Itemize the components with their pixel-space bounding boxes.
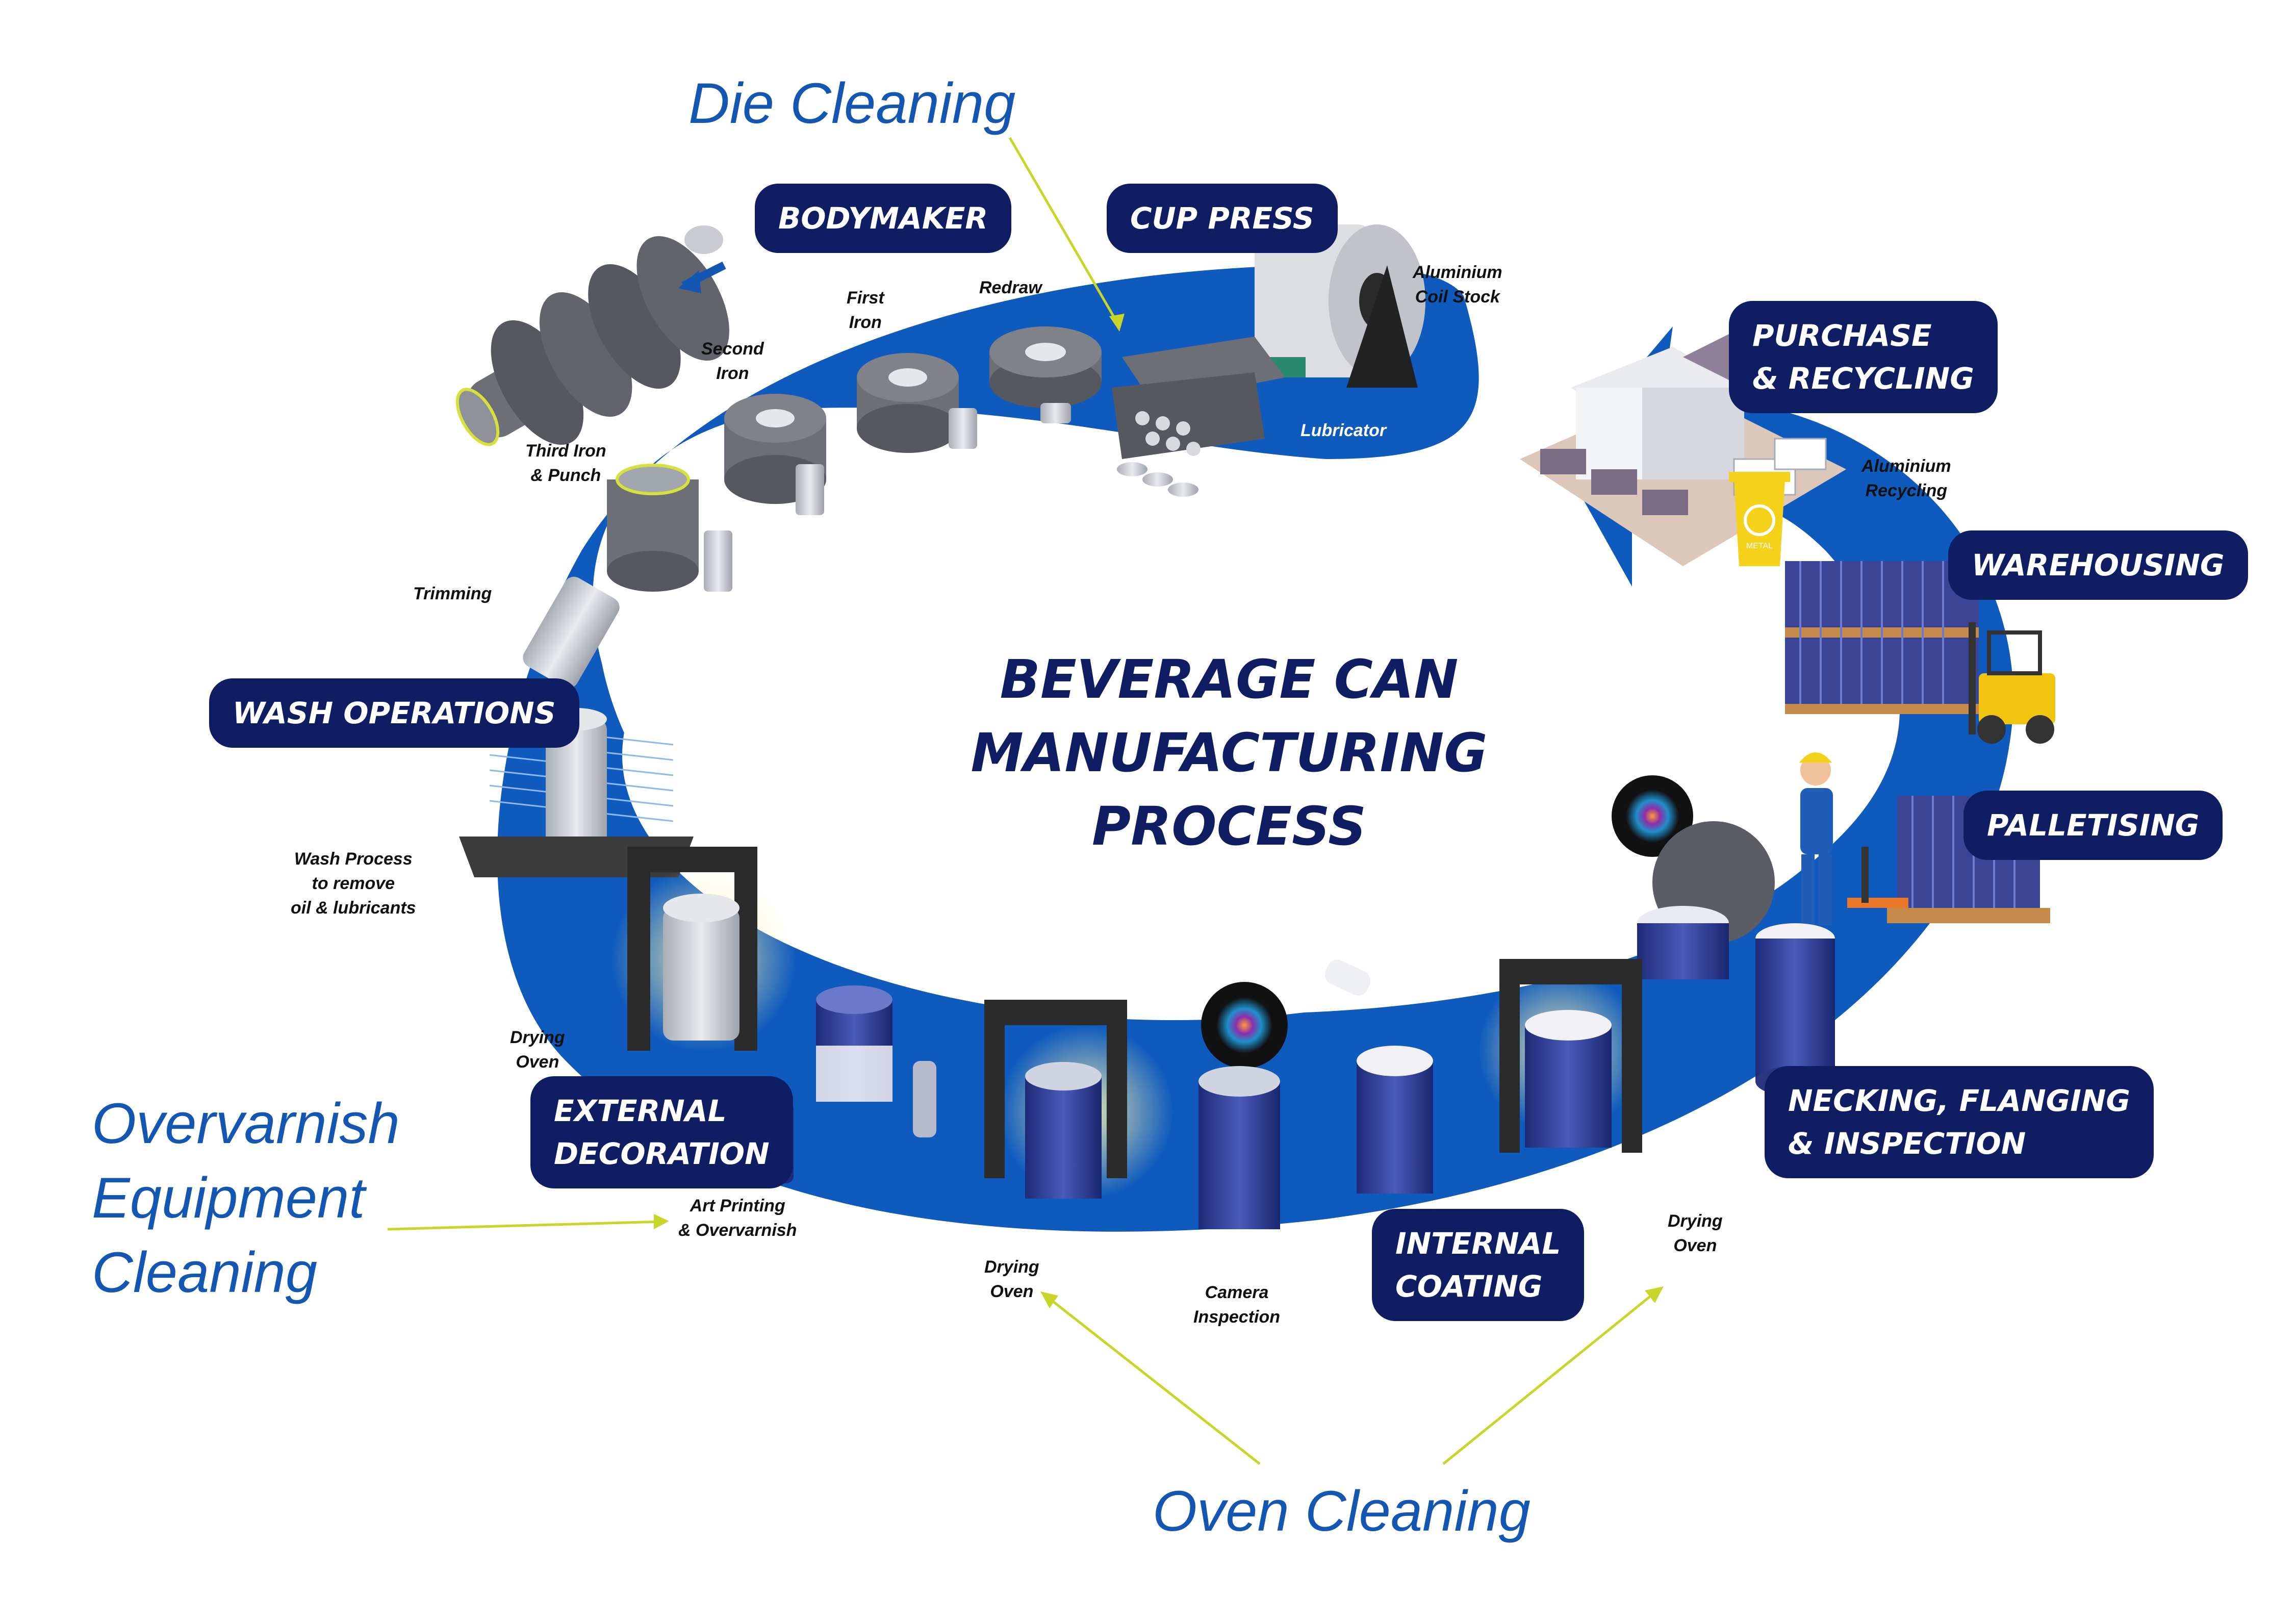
label-camera-inspection: Camera Inspection bbox=[1193, 1280, 1280, 1329]
stage-necking-line-2: & INSPECTION bbox=[1788, 1126, 2026, 1161]
bodymaker-ram-icon bbox=[455, 225, 729, 446]
label-trimming: Trimming bbox=[413, 581, 492, 606]
stage-palletising-label: PALLETISING bbox=[1987, 808, 2200, 843]
label-oven-left-line-2: Oven bbox=[516, 1052, 559, 1072]
worker-icon bbox=[1799, 752, 1908, 926]
ring-hole bbox=[622, 490, 1724, 1020]
label-redraw: Redraw bbox=[979, 275, 1042, 300]
recycling-bin-icon: METAL bbox=[1729, 472, 1790, 566]
label-first-iron-line-1: First bbox=[847, 288, 884, 308]
die-stack-icon bbox=[523, 326, 1102, 689]
stage-warehousing-label: WAREHOUSING bbox=[1972, 548, 2225, 582]
stage-necking-line-1: NECKING, FLANGING bbox=[1788, 1083, 2130, 1118]
stage-necking-flanging: NECKING, FLANGING & INSPECTION bbox=[1765, 1066, 2154, 1178]
stage-bodymaker-label: BODYMAKER bbox=[778, 201, 988, 236]
page-title: BEVERAGE CAN MANUFACTURING PROCESS bbox=[943, 643, 1515, 863]
label-recycling-line-2: Recycling bbox=[1865, 481, 1948, 500]
label-can-progression: Can progression bbox=[836, 459, 974, 484]
stage-palletising: PALLETISING bbox=[1963, 791, 2223, 860]
label-wash-line-1: Wash Process bbox=[294, 849, 413, 869]
stage-internal-line-2: COATING bbox=[1395, 1269, 1543, 1304]
stage-bodymaker: BODYMAKER bbox=[755, 184, 1011, 253]
label-can-progression-text: Can progression bbox=[836, 462, 975, 481]
label-first-iron: First Iron bbox=[847, 286, 884, 335]
label-art-printing: Art Printing & Overvarnish bbox=[678, 1194, 797, 1243]
label-wash-line-3: oil & lubricants bbox=[291, 898, 416, 918]
stage-wash-operations: WASH OPERATIONS bbox=[209, 678, 579, 748]
label-oven-bottom-line-1: Drying bbox=[984, 1257, 1039, 1277]
stage-cup-press: CUP PRESS bbox=[1107, 184, 1338, 253]
stage-external-line-1: EXTERNAL bbox=[554, 1094, 727, 1128]
callout-overvarnish-line-3: Cleaning bbox=[92, 1240, 318, 1304]
stage-internal-coating: INTERNAL COATING bbox=[1372, 1209, 1585, 1321]
label-aluminium-coil-stock: Aluminium Coil Stock bbox=[1413, 260, 1502, 309]
stage-external-line-2: DECORATION bbox=[554, 1136, 770, 1171]
label-camera-line-2: Inspection bbox=[1193, 1307, 1281, 1327]
label-trimming-text: Trimming bbox=[413, 584, 492, 603]
stage-warehousing: WAREHOUSING bbox=[1948, 530, 2248, 600]
label-third-iron-punch: Third Iron & Punch bbox=[525, 439, 606, 488]
bin-text: METAL bbox=[1746, 542, 1773, 550]
callout-oven-cleaning: Oven Cleaning bbox=[1153, 1474, 1530, 1549]
label-first-iron-line-2: Iron bbox=[849, 313, 882, 332]
label-oven-bottom-line-2: Oven bbox=[990, 1282, 1034, 1301]
label-redraw-text: Redraw bbox=[979, 278, 1042, 297]
label-coil-line-2: Coil Stock bbox=[1415, 287, 1500, 307]
callout-oven-cleaning-text: Oven Cleaning bbox=[1153, 1479, 1530, 1543]
warehouse-rack-icon bbox=[1785, 561, 1979, 714]
callout-overvarnish-line-1: Overvarnish bbox=[92, 1092, 400, 1155]
label-third-iron-line-1: Third Iron bbox=[525, 441, 606, 461]
callout-overvarnish-line-2: Equipment bbox=[92, 1166, 365, 1230]
label-drying-oven-right: Drying Oven bbox=[1668, 1209, 1723, 1258]
label-coil-line-1: Aluminium bbox=[1413, 263, 1502, 282]
forklift-icon bbox=[1969, 622, 2055, 744]
stage-internal-line-1: INTERNAL bbox=[1395, 1226, 1561, 1261]
stage-purchase-line-2: & RECYCLING bbox=[1752, 361, 1974, 396]
label-second-iron-line-2: Iron bbox=[716, 364, 749, 383]
label-aluminium-recycling: Aluminium Recycling bbox=[1861, 454, 1951, 503]
label-art-line-2: & Overvarnish bbox=[678, 1221, 797, 1240]
label-oven-right-line-2: Oven bbox=[1673, 1236, 1717, 1255]
label-wash-line-2: to remove bbox=[312, 874, 395, 893]
camera-lens-icon-2 bbox=[1201, 982, 1288, 1069]
label-drying-oven-bottom: Drying Oven bbox=[984, 1255, 1039, 1304]
label-camera-line-1: Camera bbox=[1205, 1283, 1269, 1302]
label-second-iron: Second Iron bbox=[701, 337, 764, 386]
stage-purchase-line-1: PURCHASE bbox=[1752, 318, 1932, 353]
label-oven-left-line-1: Drying bbox=[510, 1028, 565, 1047]
stage-wash-label: WASH OPERATIONS bbox=[233, 696, 556, 730]
callout-die-cleaning-text: Die Cleaning bbox=[688, 71, 1016, 135]
label-lubricator-text: Lubricator bbox=[1300, 421, 1387, 440]
stage-external-decoration: EXTERNAL DECORATION bbox=[530, 1076, 793, 1188]
label-recycling-line-1: Aluminium bbox=[1861, 457, 1951, 476]
callout-arrows bbox=[387, 137, 1664, 1465]
can-row bbox=[770, 906, 1835, 1229]
stage-purchase-recycling: PURCHASE & RECYCLING bbox=[1729, 301, 1998, 413]
title-line-1: BEVERAGE CAN bbox=[1000, 648, 1459, 711]
stage-cup-press-label: CUP PRESS bbox=[1130, 201, 1314, 236]
drying-oven-icon bbox=[612, 847, 796, 1051]
callout-die-cleaning: Die Cleaning bbox=[688, 66, 1015, 141]
label-second-iron-line-1: Second bbox=[701, 339, 764, 359]
title-line-2: MANUFACTURING bbox=[971, 722, 1488, 784]
cup-press-icon bbox=[1112, 224, 1425, 497]
label-lubricator: Lubricator bbox=[1300, 418, 1386, 443]
callout-overvarnish: Overvarnish Equipment Cleaning bbox=[92, 1086, 400, 1310]
title-line-3: PROCESS bbox=[1091, 795, 1367, 857]
label-wash-process: Wash Process to remove oil & lubricants bbox=[291, 847, 416, 920]
label-oven-right-line-1: Drying bbox=[1668, 1211, 1723, 1231]
label-third-iron-line-2: & Punch bbox=[530, 466, 601, 485]
label-drying-oven-left: Drying Oven bbox=[510, 1025, 565, 1074]
label-art-line-1: Art Printing bbox=[690, 1196, 785, 1215]
